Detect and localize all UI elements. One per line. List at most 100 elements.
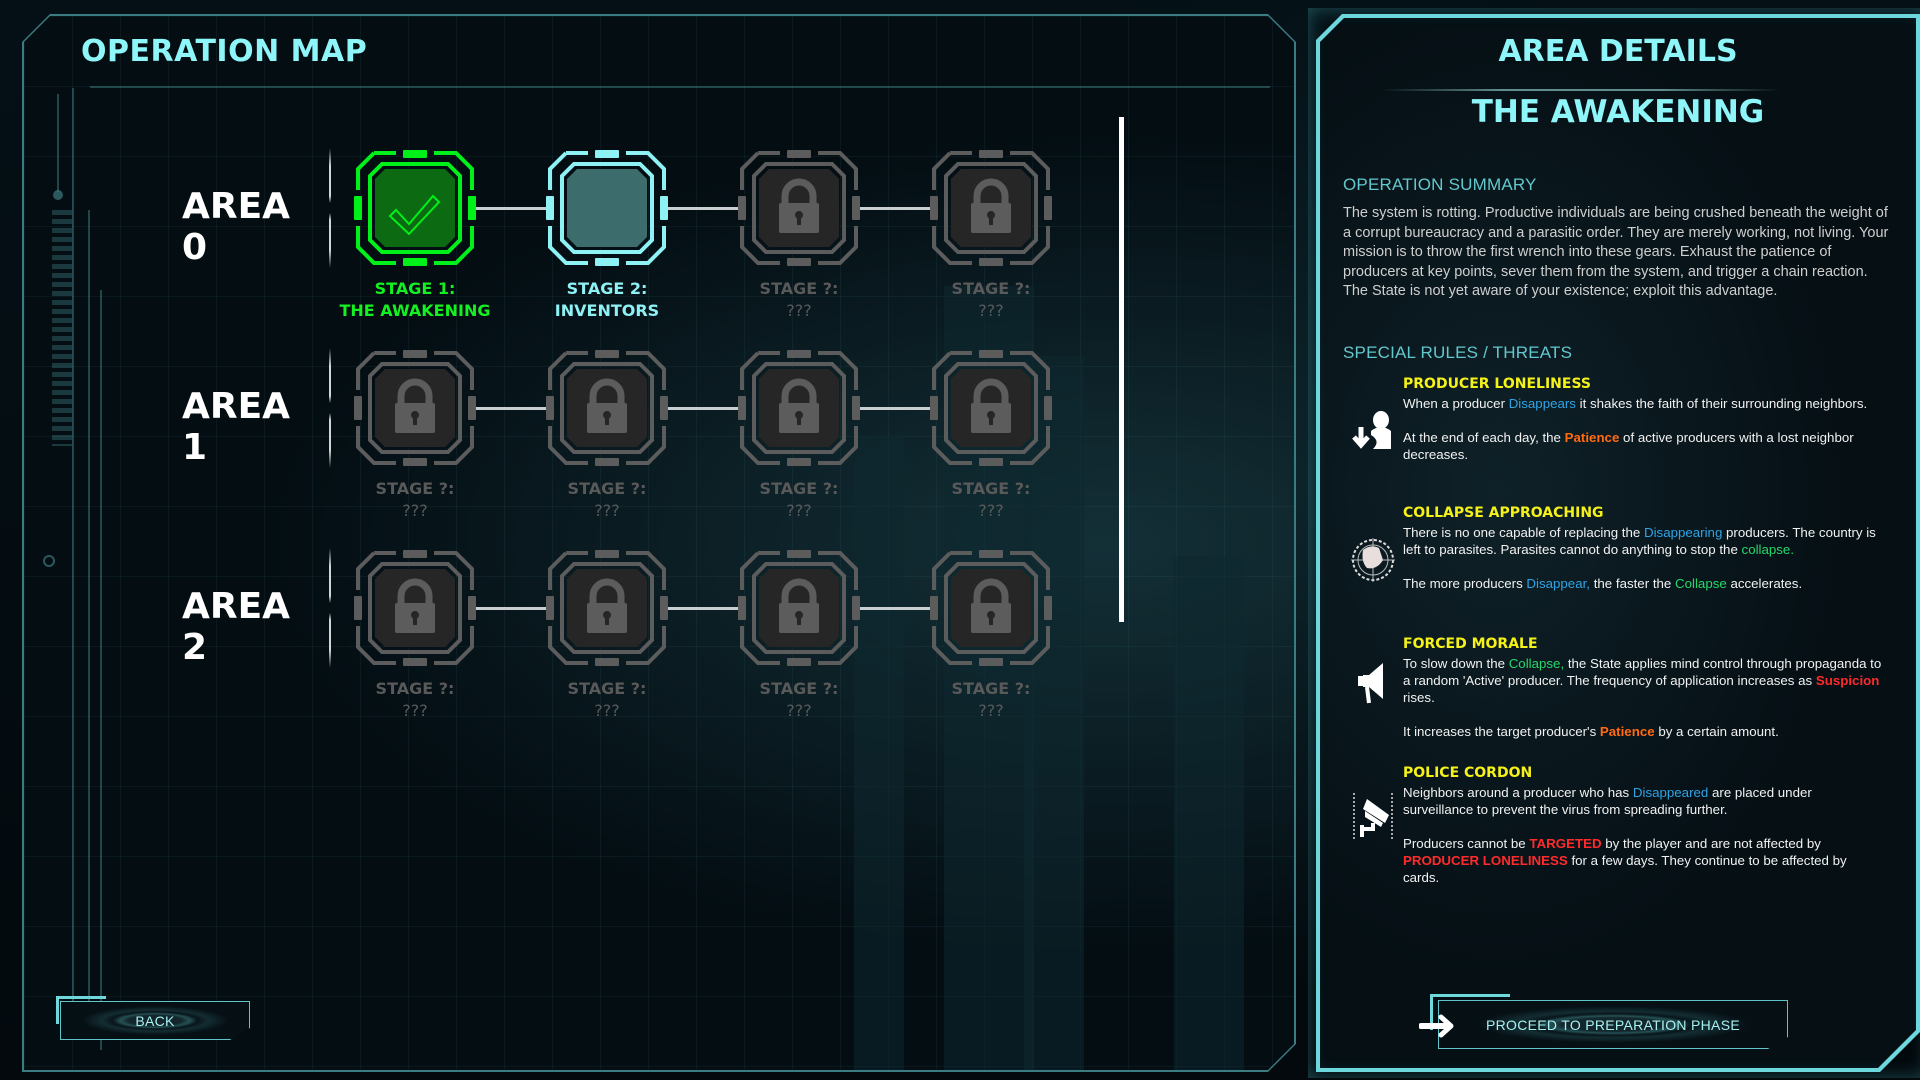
stage-node-locked[interactable] [930,150,1052,266]
stage-node-locked[interactable] [738,550,860,666]
rule-keyword: Collapse [1675,576,1727,591]
stage-number: STAGE ?: [567,479,647,498]
map-end-line [1119,117,1124,622]
rule-text: It increases the target producer's [1403,724,1600,739]
stage-name: ??? [594,501,620,520]
lock-icon [546,550,668,666]
globe-collapse-icon [1348,535,1398,585]
stage-number: STAGE ?: [759,679,839,698]
lock-icon [738,350,860,466]
rule-keyword: TARGETED [1529,836,1602,851]
stage-node-current[interactable] [546,150,668,266]
rule-text: When a producer [1403,396,1509,411]
rule-text: the State applies mind control through p… [1403,656,1882,688]
rule-description: To slow down the Collapse, the State app… [1403,655,1883,757]
rule-text: of active producers with a lost neighbor… [1403,430,1854,462]
rule-text: To slow down the [1403,656,1509,671]
stage-name: ??? [978,301,1004,320]
stage-label: STAGE ?:??? [901,278,1081,322]
checkmark-icon [354,150,476,266]
circuit-line [88,210,90,1010]
stage-number: STAGE ?: [567,679,647,698]
stage-connector [476,407,546,410]
stage-number: STAGE ?: [951,279,1031,298]
operation-map-title: OPERATION MAP [81,34,368,69]
rule-paragraph: It increases the target producer's Patie… [1403,723,1883,740]
stage-frame-icon [546,150,668,266]
arrow-right-icon [1419,1014,1454,1038]
lock-icon [738,150,860,266]
rule-item: COLLAPSE APPROACHING There is no one capa… [1343,505,1903,625]
rule-text: producers. The country is left to parasi… [1403,525,1876,557]
rule-paragraph: Neighbors around a producer who has Disa… [1403,784,1883,818]
megaphone-icon [1348,658,1398,708]
rule-text: the faster the [1590,576,1676,591]
stage-name: ??? [978,701,1004,720]
rule-text: The more producers [1403,576,1527,591]
stage-node-completed[interactable] [354,150,476,266]
stage-node-locked[interactable] [354,350,476,466]
stage-name: ??? [786,301,812,320]
stage-number: STAGE 1: [374,279,456,298]
circuit-node [43,555,55,567]
rule-title: COLLAPSE APPROACHING [1403,505,1604,521]
rule-text: it shakes the faith of their surrounding… [1575,396,1868,411]
stage-number: STAGE ?: [759,279,839,298]
surveillance-camera-icon [1348,791,1398,841]
rule-text: Producers cannot be [1403,836,1530,851]
rule-keyword: Collapse, [1508,656,1565,671]
area-divider [329,548,331,668]
area-subtitle: THE AWAKENING [1471,94,1765,130]
area-divider [329,348,331,468]
area-divider [329,148,331,268]
stage-number: STAGE ?: [951,679,1031,698]
stage-label: STAGE ?:??? [709,478,889,522]
proceed-button-frame [1438,1000,1788,1049]
back-button-label: BACK [135,1012,175,1029]
area-details-panel [1320,18,1916,1068]
rule-keyword: PRODUCER LONELINESS [1403,853,1568,868]
proceed-button-label: PROCEED TO PREPARATION PHASE [1486,1016,1740,1033]
stage-node-locked[interactable] [930,350,1052,466]
stage-name: ??? [594,701,620,720]
operation-summary-heading: OPERATION SUMMARY [1343,175,1537,194]
stage-label: STAGE ?:??? [709,678,889,722]
stage-node-locked[interactable] [546,350,668,466]
stage-node-locked[interactable] [930,550,1052,666]
lock-icon [930,350,1052,466]
rule-text: Neighbors around a producer who has [1403,785,1633,800]
stage-connector [668,607,738,610]
stage-node-locked[interactable] [354,550,476,666]
rule-paragraph: To slow down the Collapse, the State app… [1403,655,1883,706]
stage-connector [860,207,930,210]
rule-description: When a producer Disappears it shakes the… [1403,395,1883,480]
stage-node-locked[interactable] [546,550,668,666]
back-button[interactable]: BACK [56,996,250,1040]
stage-label: STAGE ?:??? [325,478,505,522]
title-separator [1381,89,1781,91]
proceed-to-preparation-button[interactable]: PROCEED TO PREPARATION PHASE [1430,994,1788,1049]
lock-icon [930,150,1052,266]
city-silhouette [1174,556,1244,1070]
stage-node-locked[interactable] [738,150,860,266]
operation-summary-text: The system is rotting. Productive indivi… [1343,205,1889,299]
stage-connector [668,207,738,210]
stage-label: STAGE ?:??? [517,478,697,522]
rule-paragraph: The more producers Disappear, the faster… [1403,575,1883,592]
stage-name: INVENTORS [554,301,660,320]
rule-text: by a certain amount. [1654,724,1779,739]
special-rules-heading: SPECIAL RULES / THREATS [1343,343,1573,362]
rule-description: Neighbors around a producer who has Disa… [1403,784,1883,903]
stage-label: STAGE ?:??? [901,678,1081,722]
stage-name: ??? [786,701,812,720]
producer-loneliness-icon [1348,406,1398,456]
stage-name: THE AWAKENING [339,301,491,320]
area-label: AREA 0 [182,186,291,268]
circuit-line [72,88,74,1038]
rule-keyword: Disappearing [1643,525,1723,540]
circuit-vent [52,210,72,446]
rule-text: There is no one capable of replacing the [1403,525,1644,540]
stage-node-locked[interactable] [738,350,860,466]
